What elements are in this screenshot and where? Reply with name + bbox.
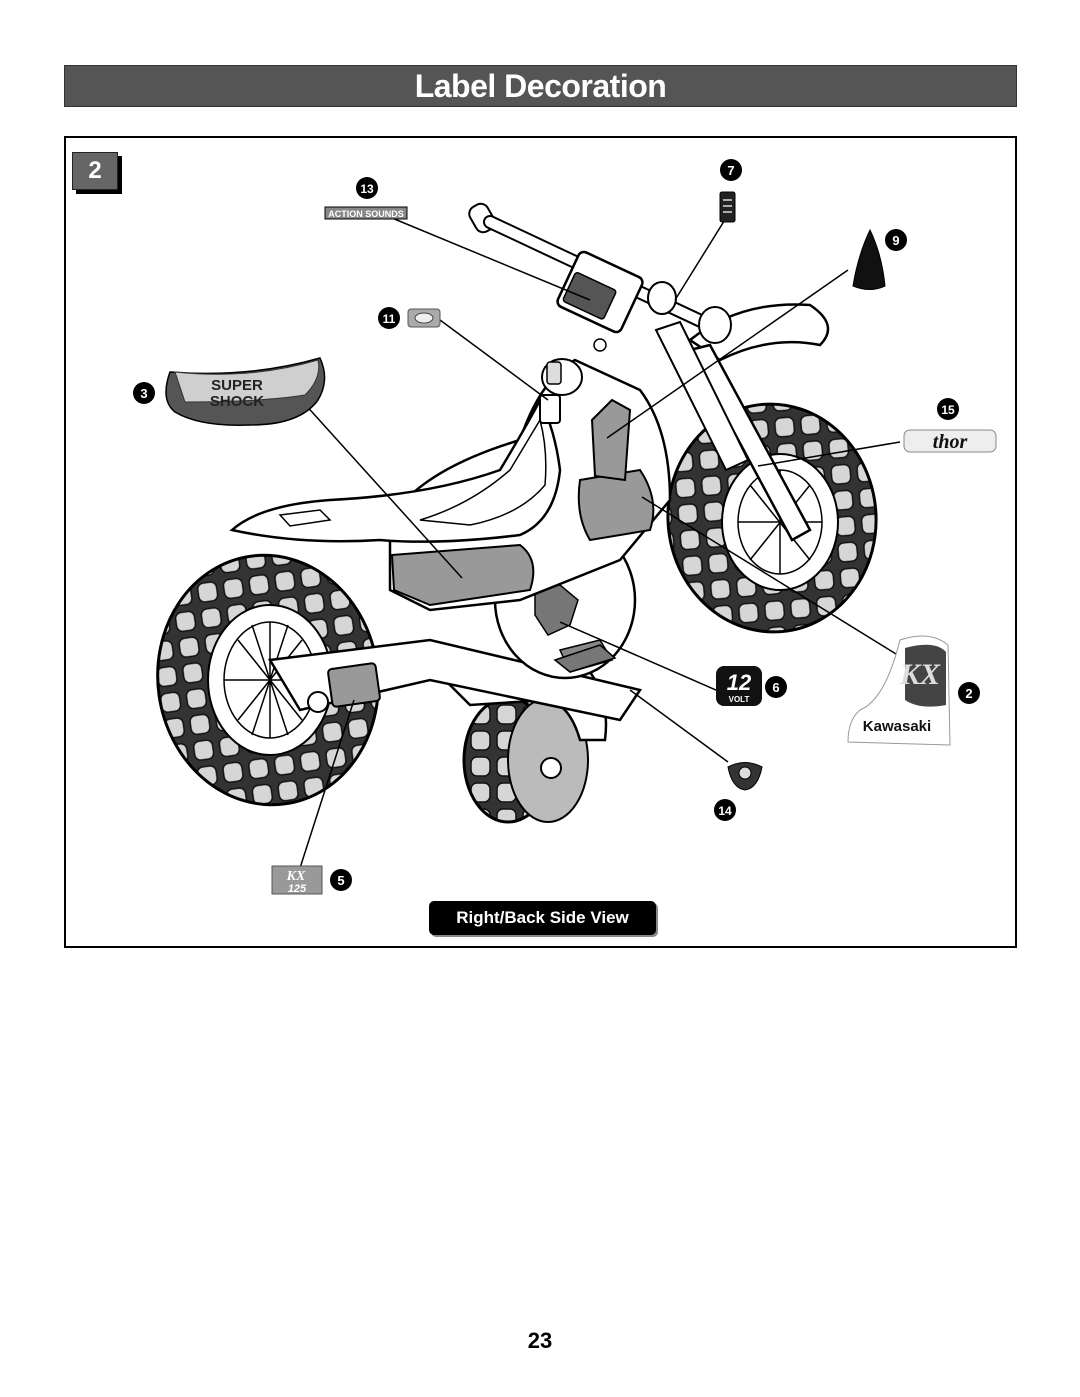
decal-action-sounds: ACTION SOUNDS xyxy=(324,206,408,220)
decal-small-11 xyxy=(407,308,441,328)
action-sounds-text: ACTION SOUNDS xyxy=(328,209,404,219)
callout-11: 11 xyxy=(383,312,396,326)
handlebar xyxy=(468,202,732,352)
callout-6: 6 xyxy=(772,680,779,695)
kx125-num-text: 125 xyxy=(288,883,307,895)
callout-2: 2 xyxy=(965,686,972,701)
kx-text: KX xyxy=(899,658,941,691)
leader-lines xyxy=(299,217,901,869)
motorcycle-diagram: ACTION SOUNDS SUPER SHOCK thor 12 VOLT K… xyxy=(133,159,997,895)
callout-5: 5 xyxy=(337,873,344,888)
view-label: Right/Back Side View xyxy=(429,901,656,935)
callouts: 13 7 9 11 3 15 6 2 14 5 xyxy=(133,159,980,891)
volt-number: 12 xyxy=(727,670,752,695)
kawasaki-text: Kawasaki xyxy=(863,718,931,735)
section-title-bar: Label Decoration xyxy=(64,65,1017,107)
page-number: 23 xyxy=(527,1328,553,1353)
front-wheel xyxy=(666,402,878,634)
decal-arrow-7 xyxy=(719,191,736,223)
decal-kx-kawasaki: KX Kawasaki xyxy=(847,635,951,746)
callout-7: 7 xyxy=(727,163,734,178)
callout-15: 15 xyxy=(941,403,955,417)
callout-3: 3 xyxy=(140,386,147,401)
decal-cone-9 xyxy=(852,228,886,290)
shock-text: SHOCK xyxy=(210,393,264,410)
step-number-box: 2 xyxy=(72,152,118,190)
decal-super-shock: SUPER SHOCK xyxy=(165,357,326,426)
decal-thor: thor xyxy=(903,429,997,453)
callout-9: 9 xyxy=(892,233,899,248)
callout-13: 13 xyxy=(360,182,374,196)
thor-text: thor xyxy=(933,431,968,453)
step-number: 2 xyxy=(88,157,102,184)
kx125-kx-text: KX xyxy=(286,869,306,884)
rear-wheel xyxy=(156,553,380,807)
training-wheel xyxy=(442,670,608,824)
volt-word: VOLT xyxy=(729,695,750,704)
decal-12-volt: 12 VOLT xyxy=(716,666,762,706)
super-text: SUPER xyxy=(211,377,263,394)
decal-kx-125: KX 125 xyxy=(271,865,323,895)
diagram-frame xyxy=(64,136,1017,948)
decal-emblem-14 xyxy=(727,762,763,791)
view-label-text: Right/Back Side View xyxy=(456,908,629,927)
callout-14: 14 xyxy=(718,804,732,818)
section-title: Label Decoration xyxy=(414,67,667,104)
